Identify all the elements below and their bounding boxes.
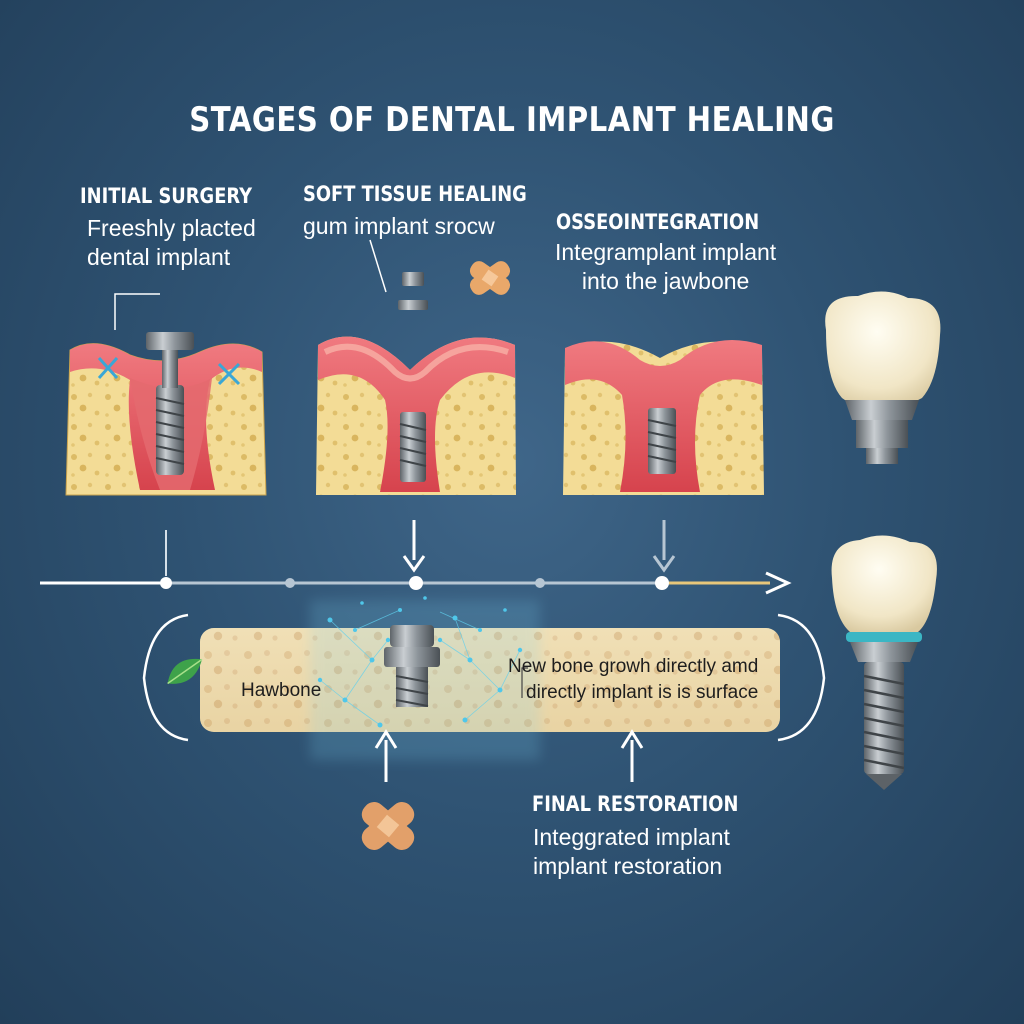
final-implant-icon [831, 535, 937, 790]
bone-cross-section [142, 596, 826, 760]
suture-icon [97, 356, 241, 386]
timeline-node [535, 578, 545, 588]
desc-line: into the jawbone [581, 268, 750, 294]
timeline [40, 520, 792, 595]
desc-line: dental implant [87, 244, 231, 270]
stage-title-osseointegration: OSSEOINTEGRATION [556, 210, 760, 234]
label-line: New bone growh directly amd [508, 656, 759, 677]
stage-desc-final-restoration: Integgrated implant implant restoration [533, 823, 730, 881]
stage-desc-soft-tissue: gum implant srocw [303, 212, 495, 241]
timeline-node [285, 578, 295, 588]
arrow-up-icon [620, 729, 644, 782]
desc-line: Integramplant implant [555, 239, 777, 265]
desc-line: Freeshly placted [87, 215, 256, 241]
page-title: STAGES OF DENTAL IMPLANT HEALING [189, 100, 835, 140]
stage1-jaw-illustration [65, 293, 267, 496]
bandage-icon [469, 261, 511, 295]
stage-title-soft-tissue: SOFT TISSUE HEALING [303, 182, 527, 206]
desc-line: Integgrated implant [533, 824, 730, 850]
leaf-icon [167, 658, 203, 685]
crown-with-abutment-icon [825, 291, 941, 464]
desc-line: gum implant srocw [303, 213, 495, 239]
bandage-icon [361, 802, 415, 850]
stage-title-initial-surgery: INITIAL SURGERY [80, 184, 253, 208]
label-line: directly implant is is surface [526, 682, 759, 703]
stage3-jaw-illustration [563, 340, 764, 495]
stage-title-final-restoration: FINAL RESTORATION [532, 792, 739, 816]
arrow-up-icon [374, 729, 398, 782]
bone-growth-label: New bone growh directly amd directly imp… [508, 654, 758, 706]
stage2-jaw-illustration [316, 239, 516, 495]
timeline-node [160, 577, 172, 589]
timeline-node [409, 576, 423, 590]
jawbone-label: Hawbone [241, 680, 322, 701]
desc-line: implant restoration [533, 853, 723, 879]
stage-desc-osseointegration: Integramplant implant into the jawbone [555, 238, 776, 296]
timeline-node [655, 576, 669, 590]
stage-desc-initial-surgery: Freeshly placted dental implant [87, 214, 256, 272]
